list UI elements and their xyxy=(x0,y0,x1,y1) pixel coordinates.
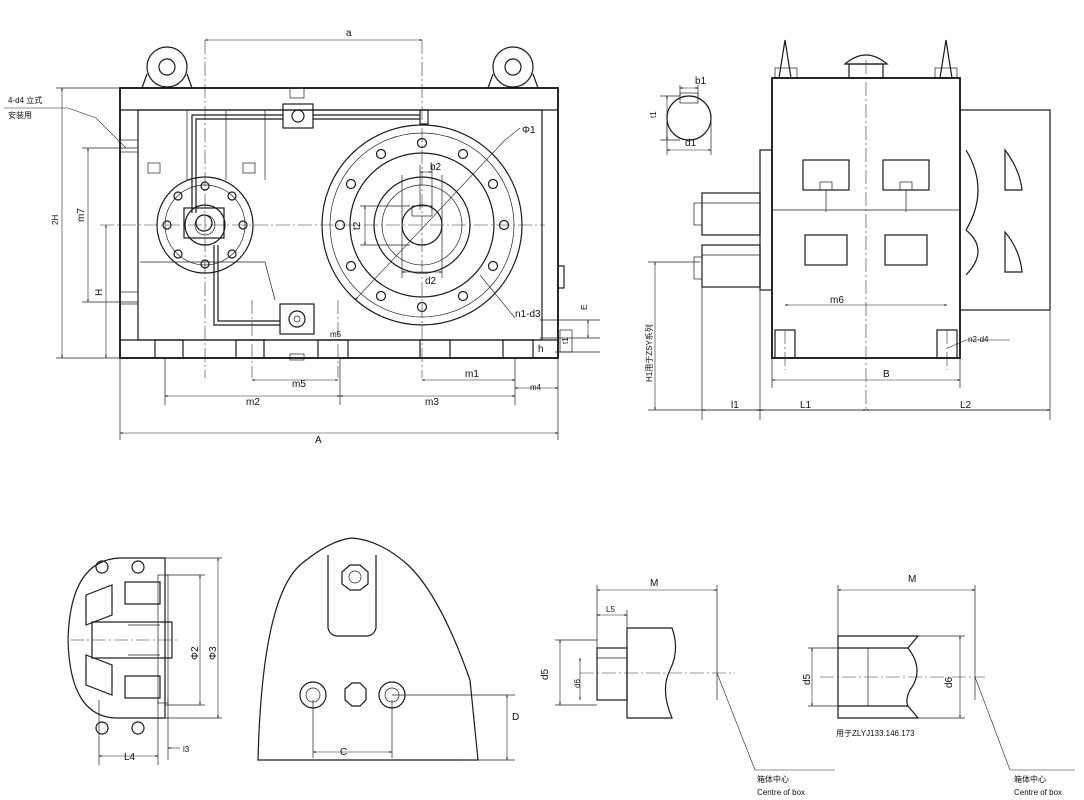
dim-label-l4: L4 xyxy=(124,752,136,763)
cover-bolt xyxy=(375,290,387,302)
dim-label-m5: m5 xyxy=(292,379,306,390)
dim-label-m3: m3 xyxy=(425,397,439,408)
cover-bolt xyxy=(345,260,357,272)
cover-bolt xyxy=(345,178,357,190)
shaft-key-section xyxy=(660,85,712,155)
dim-label-e: E xyxy=(580,305,589,310)
dim-label-h: H xyxy=(94,289,105,296)
dim-label-phi1: Φ1 xyxy=(522,125,536,136)
dim-label-t1a: t1 xyxy=(561,337,570,344)
dim-label-l2: L2 xyxy=(960,400,972,411)
housing-feet xyxy=(154,339,534,359)
dim-label-m2: m2 xyxy=(246,397,260,408)
shaft-end-detail-2 xyxy=(808,585,1075,771)
dim-label-m7: m7 xyxy=(76,208,87,222)
dim-label-m1: M xyxy=(650,578,658,589)
dim-label-2h: 2H xyxy=(51,215,60,225)
dim-label-m1: m1 xyxy=(465,369,479,380)
dim-label-d5b: d5 xyxy=(802,673,813,685)
dim-label-d4b: 安装用 xyxy=(8,110,32,120)
shaft-end-detail-1 xyxy=(555,585,835,771)
dim-label-cb2: Centre of box xyxy=(1014,788,1062,797)
dim-label-n2d4: n2-d4 xyxy=(968,335,989,344)
dim-label-cn1: 箱体中心 xyxy=(757,774,789,784)
dim-label-l3: l3 xyxy=(183,745,190,754)
dim-label-b2: b2 xyxy=(430,162,442,173)
lifting-eye-left xyxy=(141,46,193,89)
dim-label-zly: 用于ZLYJ133.146.173 xyxy=(836,729,915,738)
front-view xyxy=(4,39,600,440)
dim-label-d4a: 4-d4 立式 xyxy=(8,95,42,105)
dim-label-l1: l1 xyxy=(731,400,739,411)
side-view xyxy=(648,39,1051,420)
input-shaft-end xyxy=(701,192,761,236)
dim-label-a: A xyxy=(315,435,322,446)
output-shaft-end xyxy=(701,244,761,288)
dim-label-d: D xyxy=(512,712,519,723)
dim-label-t2: t2 xyxy=(352,221,363,230)
dim-label-n1d3: n1-d3 xyxy=(515,309,541,320)
dim-label-d6a: d6 xyxy=(573,679,582,688)
cover-bolt xyxy=(457,290,469,302)
dim-label-phi3: Φ3 xyxy=(208,646,219,660)
dim-label-cn2: 箱体中心 xyxy=(1014,774,1046,784)
dim-label-m6: m6 xyxy=(830,295,844,306)
lube-piping xyxy=(183,103,429,335)
dim-label-b: B xyxy=(883,369,890,380)
dim-label-cb1: Centre of box xyxy=(757,788,805,797)
dim-label-d6b: d6 xyxy=(944,676,955,688)
dim-label-a: a xyxy=(346,28,352,39)
dim-label-l5: L5 xyxy=(606,605,615,614)
dim-label-d2: d2 xyxy=(425,276,437,287)
cover-bolt xyxy=(487,178,499,190)
dim-label-h1: H1用于ZSY系列 xyxy=(644,324,654,382)
dim-label-phi2: Φ2 xyxy=(190,646,201,660)
cover-bolt xyxy=(487,260,499,272)
dim-label-d5a: d5 xyxy=(540,668,551,680)
dim-label-l1: L1 xyxy=(800,400,812,411)
dim-label-d1: d1 xyxy=(685,138,697,149)
dim-label-m4: m4 xyxy=(530,383,542,392)
dim-label-c: C xyxy=(340,747,347,758)
dim-label-b1: b1 xyxy=(695,76,707,87)
dim-label-t1b: t1 xyxy=(649,111,658,118)
bearing-section-view xyxy=(67,557,222,765)
cover-bolt xyxy=(375,148,387,160)
dim-label-h: h xyxy=(538,344,544,355)
foot-bracket-view xyxy=(257,537,515,761)
dim-label-m5b: m5 xyxy=(330,330,342,339)
dim-label-m2: M xyxy=(908,574,916,585)
lifting-eye-right xyxy=(487,46,539,89)
cover-bolt xyxy=(457,148,469,160)
